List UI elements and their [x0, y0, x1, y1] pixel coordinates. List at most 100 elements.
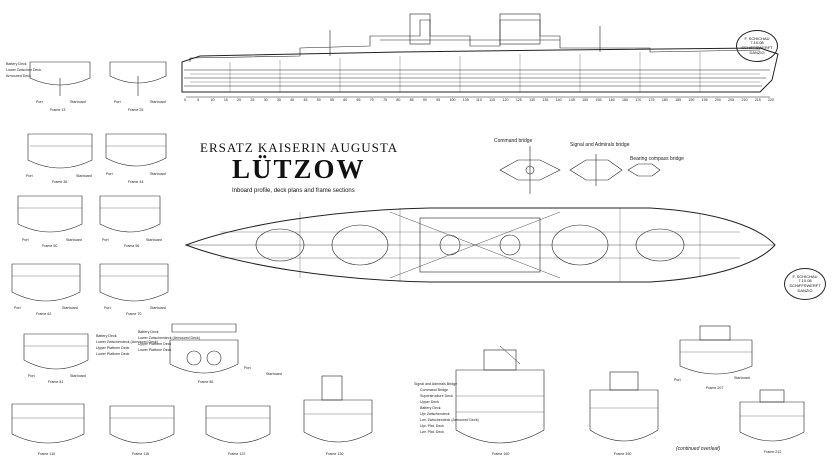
frame-label: Frame 56 — [124, 244, 140, 248]
deck-label: Upper Deck — [420, 400, 439, 404]
frame-label: Frame 36 — [52, 180, 68, 184]
deck-label: Lwr. Plat. Deck — [420, 430, 444, 434]
frame-label: Frame 62 — [36, 312, 52, 316]
frame-label: Frame 70 — [126, 312, 142, 316]
bridge-plans — [499, 146, 661, 194]
continued-note: (continued overleaf) — [676, 446, 721, 452]
starboard-label: Starboard — [66, 238, 82, 242]
frame-number: 160 — [608, 98, 615, 102]
frame-sections-bottom — [11, 323, 805, 444]
frame-label: Frame 130 — [326, 452, 344, 456]
frame-number: 130 — [529, 98, 536, 102]
frame-label: Frame 50 — [42, 244, 58, 248]
frame-number: 195 — [701, 98, 708, 102]
frame-label: Frame 81 — [48, 380, 64, 384]
frame-number: 190 — [688, 98, 695, 102]
frame-number: 150 — [582, 98, 589, 102]
frame-number: 155 — [595, 98, 602, 102]
frame-number: 135 — [542, 98, 549, 102]
frame-number: 75 — [383, 98, 388, 102]
frame-label: Frame 44 — [128, 180, 144, 184]
deck-label: Upr. Plat. Deck — [420, 424, 444, 428]
frame-number: 180 — [661, 98, 668, 102]
frame-label: Frame 122 — [228, 452, 246, 456]
port-label: Port — [26, 174, 33, 178]
signal-bridge-label: Signal and Admirals bridge — [570, 142, 630, 148]
starboard-label: Starboard — [734, 376, 750, 380]
deck-label: Superstructure Deck — [420, 394, 453, 398]
deck-label: Lower Platform Deck — [138, 348, 172, 352]
frame-number: 80 — [396, 98, 401, 102]
deck-label: Upr Zwischendeck — [420, 412, 450, 416]
frame-number: 55 — [330, 98, 334, 102]
deck-label: Battery Deck — [6, 62, 27, 66]
frame-sections-left — [11, 61, 169, 302]
frame-number: 100 — [449, 98, 456, 102]
port-label: Port — [28, 374, 35, 378]
frame-number: 20 — [237, 98, 242, 102]
port-label: Port — [14, 306, 21, 310]
port-label: Port — [102, 238, 109, 242]
frame-number: 45 — [303, 98, 308, 102]
frame-label: Frame 160 — [492, 452, 510, 456]
port-label: Port — [36, 100, 43, 104]
deck-label: Command Bridge — [420, 388, 448, 392]
frame-label: Frame 212 — [764, 450, 782, 454]
deck-label: Lower Zwischendeck (Armoured Deck) — [138, 336, 200, 340]
frame-number: 30 — [263, 98, 268, 102]
frame-number: 125 — [515, 98, 522, 102]
frame-label: Frame 116 — [132, 452, 150, 456]
deck-label: Battery Deck — [138, 330, 159, 334]
drawing-caption: Inboard profile, deck plans and frame se… — [232, 188, 355, 194]
starboard-label: Starboard — [76, 174, 92, 178]
inboard-profile — [181, 13, 779, 98]
command-bridge-label: Command bridge — [494, 138, 533, 144]
frame-number: 35 — [276, 98, 281, 102]
frame-number: 95 — [436, 98, 441, 102]
frame-number: 210 — [741, 98, 748, 102]
deck-label: Upper Platform Deck — [138, 342, 172, 346]
frame-number: 90 — [422, 98, 427, 102]
port-label: Port — [106, 172, 113, 176]
frame-number: 115 — [489, 98, 495, 102]
frame-number: 200 — [714, 98, 721, 102]
starboard-label: Starboard — [70, 374, 86, 378]
frame-number: 15 — [223, 98, 228, 102]
port-label: Port — [114, 100, 121, 104]
deck-label: Lower Platform Deck — [96, 352, 130, 356]
frame-number: 85 — [409, 98, 414, 102]
frame-number: 175 — [648, 98, 655, 102]
frame-number: 65 — [356, 98, 361, 102]
deck-label: Armoured Deck — [6, 74, 31, 78]
frame-number: 10 — [210, 98, 215, 102]
starboard-label: Starboard — [266, 372, 282, 376]
deck-label: Battery Deck — [420, 406, 441, 410]
deck-label: Lwr. Zwischendeck (Armoured Deck) — [420, 418, 479, 422]
frame-number: 110 — [476, 98, 482, 102]
frame-number: 25 — [250, 98, 255, 102]
starboard-label: Starboard — [150, 100, 166, 104]
frame-number: 105 — [462, 98, 469, 102]
frame-number: 140 — [555, 98, 562, 102]
frame-number: 165 — [622, 98, 628, 102]
deck-label: Signal and Admirals Bridge — [414, 382, 458, 386]
starboard-label: Starboard — [146, 238, 162, 242]
frame-number: 0 — [184, 98, 186, 102]
starboard-label: Starboard — [70, 100, 86, 104]
ship-subtitle: ERSATZ KAISERIN AUGUSTA — [200, 140, 399, 155]
frame-label: Frame 13 — [50, 108, 66, 112]
port-label: Port — [104, 306, 111, 310]
deck-label: Lower Zwischendeck (Armoured Deck) — [96, 340, 158, 344]
starboard-label: Starboard — [150, 172, 166, 176]
deck-label: Lower Zwischen Deck — [6, 68, 42, 72]
frame-number: 205 — [728, 98, 735, 102]
frame-number: 70 — [369, 98, 374, 102]
frame-label: Frame 207 — [706, 386, 724, 390]
frame-number: 60 — [343, 98, 348, 102]
starboard-label: Starboard — [150, 306, 166, 310]
frame-number: 40 — [290, 98, 295, 102]
ship-name: LÜTZOW — [232, 154, 366, 184]
